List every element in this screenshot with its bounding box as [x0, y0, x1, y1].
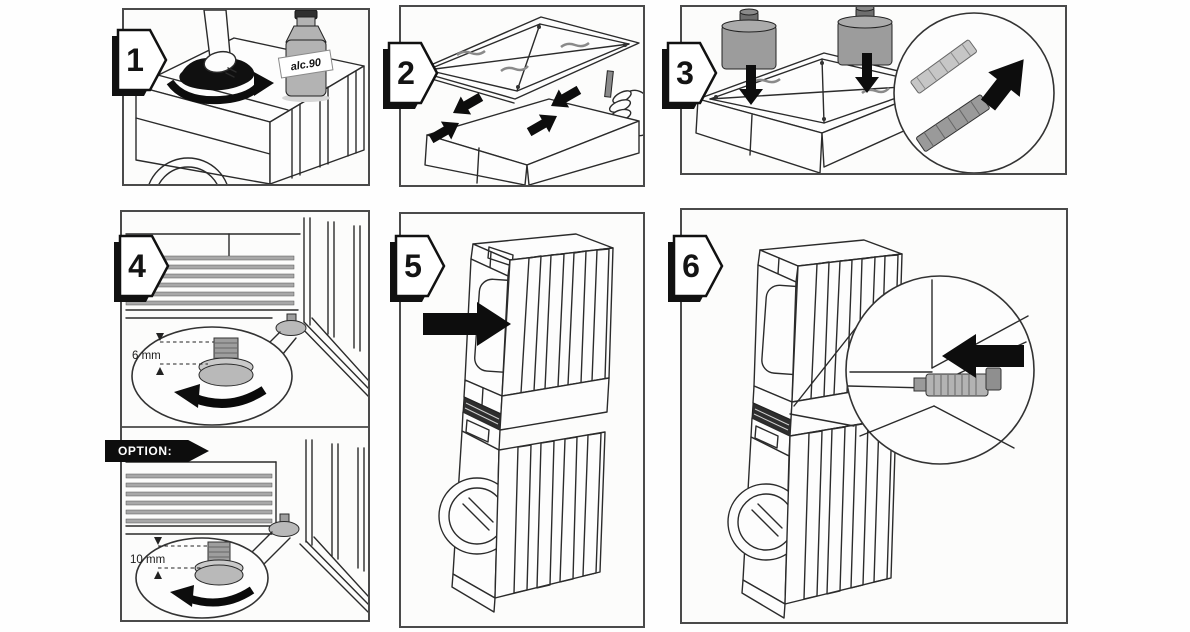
- measure-down-arrow-icon: [156, 333, 164, 341]
- wipe-swirl-arrow-icon: [166, 72, 274, 105]
- measure-up-arrow-icon: [156, 367, 164, 375]
- push-right-arrow-icon: [423, 302, 511, 346]
- step-2-badge: 2: [379, 37, 443, 113]
- foot-thread-stem: [213, 337, 239, 361]
- align-arrow-icon: [453, 92, 484, 115]
- insert-left-arrow-icon: [942, 334, 1024, 378]
- step-4-badge: 4: [110, 230, 174, 306]
- option-banner: OPTION:: [105, 440, 209, 462]
- vent-grille: [125, 473, 273, 524]
- stacked-units-illustration: [423, 233, 614, 613]
- magnifier-circle: [845, 275, 1035, 465]
- press-down-arrow-icon: [855, 53, 879, 93]
- press-down-arrow-icon: [739, 65, 763, 105]
- step-number: 6: [682, 248, 700, 284]
- stacking-frame-plate: [416, 16, 640, 104]
- washer-illustration: [727, 417, 897, 619]
- washer-door-arc: [148, 157, 228, 184]
- rotate-arrow-head: [174, 384, 200, 408]
- adjustable-foot: [275, 313, 307, 336]
- stacking-clip: [913, 367, 1002, 397]
- lower-measure-label: 10 mm: [130, 554, 165, 566]
- weight: [721, 8, 777, 70]
- step-5-panel: 5: [390, 212, 645, 628]
- rotate-arrow-head: [170, 585, 194, 607]
- measure-up-arrow-icon: [154, 571, 162, 579]
- alignment-arrows: [428, 85, 582, 144]
- step-1-panel: alc.90 1: [112, 8, 370, 186]
- adhesive-strip: [910, 39, 977, 94]
- rotate-foot-arrow-icon: [186, 586, 255, 607]
- weight: [837, 7, 893, 66]
- step-number: 2: [397, 55, 415, 91]
- upper-scene: 6 mm: [125, 217, 368, 426]
- washer-with-plate: [695, 52, 949, 173]
- step-6-panel: 6: [668, 208, 1068, 624]
- alcohol-bottle: alc.90: [277, 10, 334, 102]
- rotate-foot-arrow-icon: [192, 386, 267, 408]
- clean-top-illustration: alc.90: [135, 10, 365, 184]
- step-5-badge: 5: [386, 230, 450, 306]
- cleaning-cloth: [179, 57, 255, 91]
- upper-measure-label: 6 mm: [132, 350, 161, 362]
- measure-down-arrow-icon: [154, 537, 162, 545]
- step-1-badge: 1: [108, 24, 172, 100]
- step-4-panel: 6 mm: [105, 210, 370, 622]
- plate-placement-illustration: [416, 16, 643, 185]
- bottle-label: alc.90: [290, 57, 323, 74]
- magnifier-circle: [893, 12, 1055, 173]
- wiping-hand: [179, 10, 255, 91]
- step-number: 5: [404, 248, 422, 284]
- foot-base: [194, 564, 244, 586]
- clip-insert-illustration: [727, 239, 1035, 619]
- foot-adjust-illustration: 6 mm: [122, 217, 368, 619]
- step-2-panel: 2: [383, 5, 645, 187]
- adjustable-foot: [268, 513, 300, 537]
- magnifier-circle: 6 mm: [131, 326, 293, 426]
- step-6-badge: 6: [664, 230, 728, 306]
- peel-up-arrow-icon: [980, 59, 1024, 111]
- align-arrow-icon: [551, 85, 582, 108]
- step-number: 3: [676, 55, 694, 91]
- step-number: 4: [128, 248, 146, 284]
- step-3-badge: 3: [658, 37, 722, 113]
- option-label: OPTION:: [118, 444, 173, 458]
- press-plate-illustration: [695, 7, 1055, 173]
- step-3-panel: 3: [662, 5, 1067, 175]
- vent-grille: [125, 255, 295, 306]
- dryer-illustration: [462, 233, 614, 431]
- align-arrow-icon: [428, 121, 459, 144]
- step-number: 1: [126, 42, 144, 78]
- foot-base: [198, 363, 254, 387]
- washer-illustration: [438, 411, 606, 613]
- lower-scene: 10 mm: [125, 439, 368, 619]
- align-arrow-icon: [526, 114, 557, 137]
- magnifier-circle: 10 mm: [130, 537, 269, 619]
- locating-pin: [604, 70, 614, 98]
